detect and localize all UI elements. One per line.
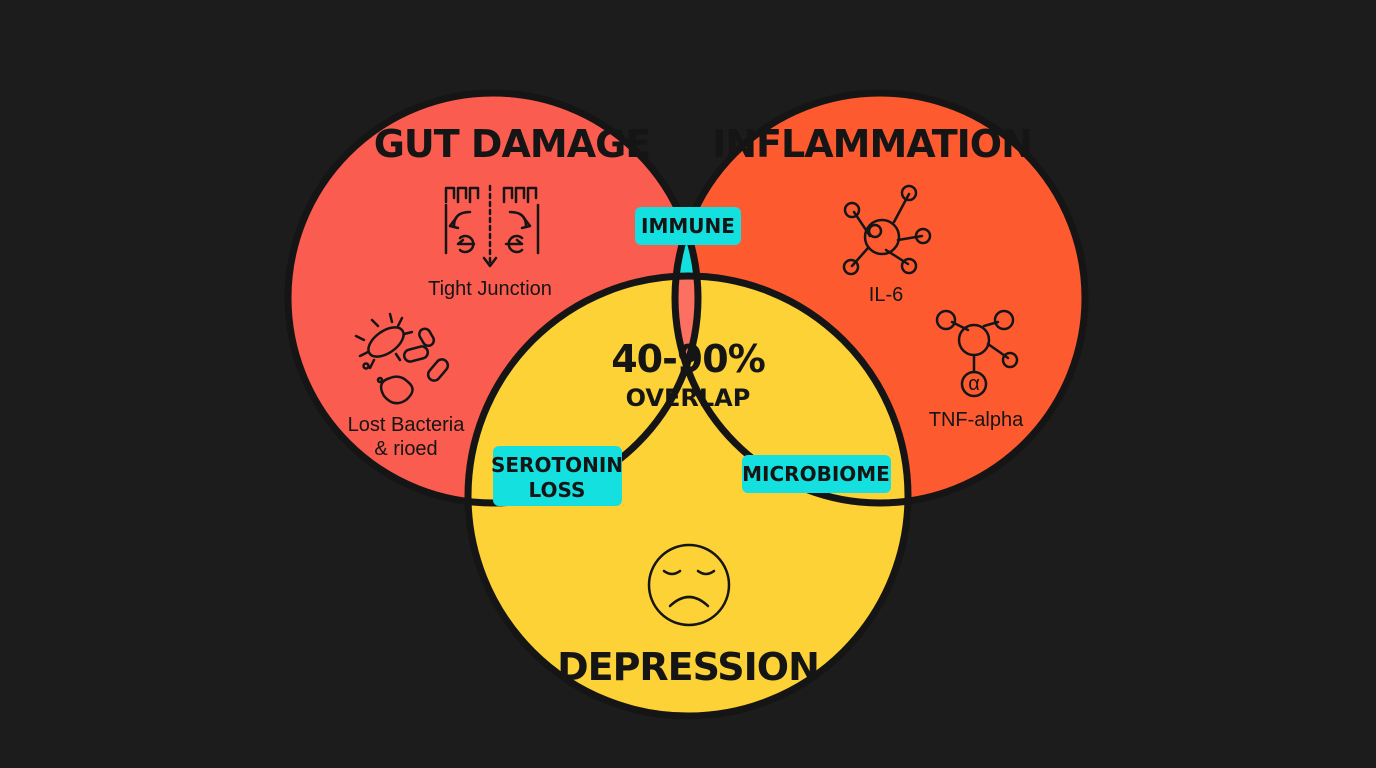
serotonin-loss-tag — [493, 446, 622, 506]
tight-junction-icon — [444, 184, 540, 268]
inflammation-outline — [671, 89, 1089, 507]
alpha-symbol: α — [968, 373, 980, 395]
microbiome-label: MICROBIOME — [742, 462, 890, 486]
tnf-molecule-icon — [935, 309, 1019, 398]
molecule-icon — [842, 184, 932, 276]
sad-face-icon — [647, 543, 731, 627]
gut-damage-outline — [284, 89, 702, 507]
gut-damage-title: GUT DAMAGE — [374, 122, 651, 166]
bacteria-icon — [354, 312, 450, 405]
inflammation-title: INFLAMMATION — [712, 122, 1032, 166]
immune-label: IMMUNE — [641, 214, 735, 238]
serotonin-label-line1: SEROTONIN — [491, 453, 623, 477]
depression-title: DEPRESSION — [557, 645, 819, 689]
tight-junction-caption: Tight Junction — [428, 278, 552, 300]
overlap-label: OVERLAP — [626, 384, 751, 412]
depression-outline — [464, 272, 912, 720]
tnf-caption: TNF-alpha — [929, 409, 1024, 431]
serotonin-label-line2: LOSS — [529, 478, 586, 502]
bacteria-caption-line2: & rioed — [374, 438, 437, 460]
microbiome-tag — [742, 455, 891, 493]
bacteria-caption-line1: Lost Bacteria — [348, 414, 466, 436]
overlap-value: 40-90% — [611, 337, 765, 381]
il6-caption: IL-6 — [869, 284, 903, 306]
immune-tag — [635, 207, 741, 245]
